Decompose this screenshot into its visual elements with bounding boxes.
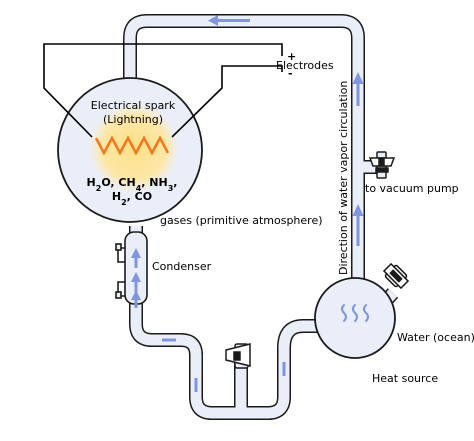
chem-fragment: 4 xyxy=(136,184,142,193)
arrow-up-icon xyxy=(352,72,364,106)
spark-chamber xyxy=(57,77,203,223)
chem-fragment: H xyxy=(112,190,121,203)
spark-zigzag xyxy=(94,135,170,156)
electrodes-label: Electrodes xyxy=(276,59,334,72)
chem-fragment: , CO xyxy=(127,190,152,203)
chemistry-line2: H2, CO xyxy=(112,190,152,207)
water-flask xyxy=(314,277,396,359)
chem-fragment: H xyxy=(87,176,96,189)
chem-fragment: , NH xyxy=(141,176,167,189)
spark-label-line1: Electrical spark xyxy=(91,99,176,112)
chem-fragment: O, CH xyxy=(101,176,135,189)
electrode-minus: - xyxy=(288,67,293,80)
gases-label: gases (primitive atmosphere) xyxy=(160,214,323,227)
direction-label: Direction of water vapor circulation xyxy=(337,81,350,275)
heat-source-label: Heat source xyxy=(372,372,438,385)
chem-fragment: 3 xyxy=(168,184,174,193)
condenser-label: Condenser xyxy=(152,260,212,273)
vacuum-stopcock xyxy=(368,151,396,179)
flow-arrows xyxy=(131,15,364,392)
spark-label-line2: (Lightning) xyxy=(103,113,163,126)
electrode-plus: + xyxy=(287,50,296,63)
chem-fragment: , xyxy=(173,176,177,189)
arrow-left-icon xyxy=(208,15,250,26)
water-label: Water (ocean) xyxy=(397,331,474,344)
steam-icon xyxy=(341,304,369,322)
flask-sidearm-stopcock xyxy=(382,262,410,290)
drain-stopcock xyxy=(225,343,251,369)
chem-fragment: 2 xyxy=(96,184,102,193)
chem-fragment: 2 xyxy=(121,198,127,207)
vacuum-pump-label: to vacuum pump xyxy=(365,182,459,195)
condenser xyxy=(115,231,148,305)
chemistry-line1: H2O, CH4, NH3, xyxy=(87,176,178,193)
arrow-down-icon xyxy=(131,248,141,308)
arrow-up-icon xyxy=(352,204,364,246)
electrode-wires xyxy=(43,43,283,138)
